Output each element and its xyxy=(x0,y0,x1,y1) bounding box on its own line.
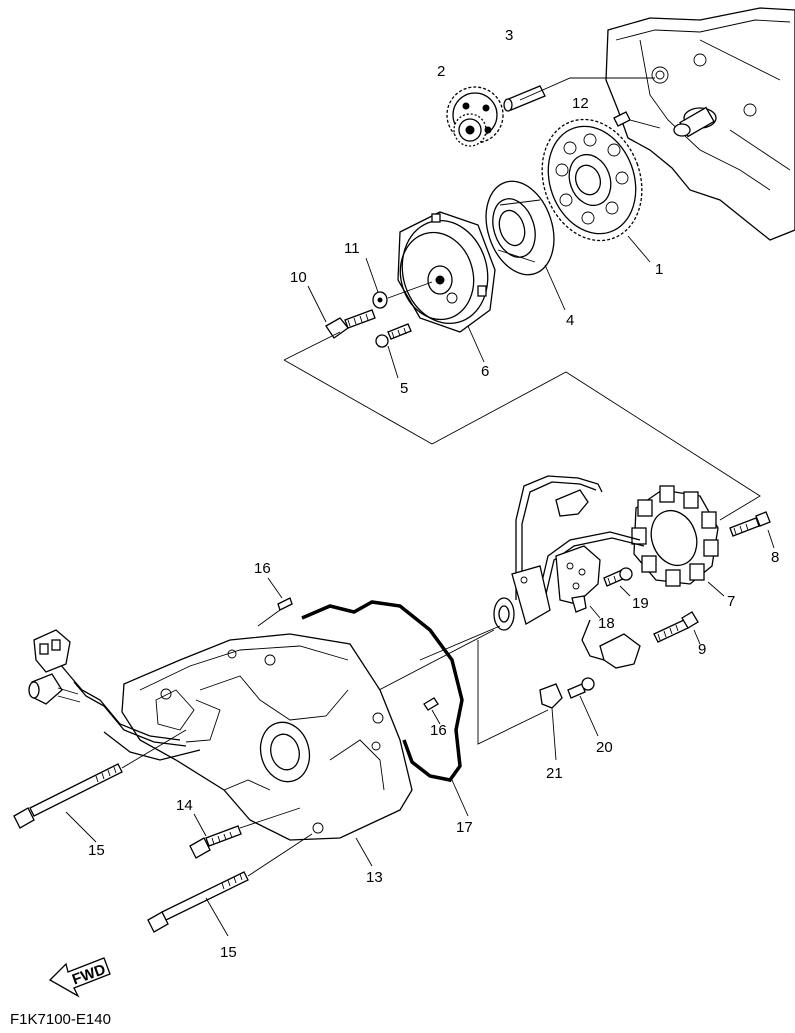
part-5-screw xyxy=(375,323,412,379)
part-14-bolt xyxy=(189,807,301,859)
callout-16-lower: 16 xyxy=(430,722,447,739)
fwd-label: FWD xyxy=(70,961,108,989)
part-15-bolt-upper xyxy=(13,729,187,843)
callout-1: 1 xyxy=(655,261,663,278)
callout-8: 8 xyxy=(771,549,779,566)
part-19-screw xyxy=(603,567,633,597)
part-17-gasket xyxy=(301,600,469,817)
callout-4: 4 xyxy=(566,312,574,329)
callout-19: 19 xyxy=(632,595,649,612)
part-16-dowel-pin-upper xyxy=(257,577,293,627)
callout-2: 2 xyxy=(437,63,445,80)
part-12-woodruff-key xyxy=(613,111,661,129)
part-20-screw xyxy=(567,677,599,737)
callout-17: 17 xyxy=(456,819,473,836)
cover-harness xyxy=(28,629,201,761)
part-1-starter-wheel-gear xyxy=(541,118,651,263)
grommet xyxy=(359,565,551,745)
callout-9: 9 xyxy=(698,641,706,658)
part-6-rotor xyxy=(397,211,496,363)
part-10-rotor-bolt xyxy=(307,285,376,339)
callout-15-lower: 15 xyxy=(220,944,237,961)
callout-13: 13 xyxy=(366,869,383,886)
part-16-dowel-pin-lower xyxy=(423,697,441,725)
callout-labels: 3 2 12 1 11 10 4 6 5 8 7 19 18 9 16 16 2… xyxy=(88,27,779,961)
part-13-generator-cover xyxy=(121,633,413,867)
figure-code: F1K7100-E140 xyxy=(10,1011,111,1028)
part-11-washer xyxy=(365,257,433,309)
part-15-bolt-lower xyxy=(147,833,313,937)
callout-21: 21 xyxy=(546,765,563,782)
callout-20: 20 xyxy=(596,739,613,756)
callout-7: 7 xyxy=(727,593,735,610)
callout-5: 5 xyxy=(400,380,408,397)
part-21-clamp xyxy=(539,683,563,761)
callout-16-upper: 16 xyxy=(254,560,271,577)
part-9-bolt xyxy=(653,611,701,645)
part-3-shaft xyxy=(503,77,655,112)
callout-15-upper: 15 xyxy=(88,842,105,859)
callout-3: 3 xyxy=(505,27,513,44)
callout-11: 11 xyxy=(344,240,360,257)
part-2-idler-gear xyxy=(446,86,504,147)
callout-18: 18 xyxy=(598,615,615,632)
callout-14: 14 xyxy=(176,797,193,814)
part-18-pickup-coil xyxy=(555,545,601,619)
fwd-arrow-icon: FWD xyxy=(48,957,111,998)
part-7-stator xyxy=(631,485,725,597)
callout-10: 10 xyxy=(290,269,307,286)
callout-6: 6 xyxy=(481,363,489,380)
part-4-starter-clutch xyxy=(485,180,566,311)
callout-12: 12 xyxy=(572,95,589,112)
wire-harness xyxy=(515,475,645,669)
part-8-stator-bolt xyxy=(729,511,775,549)
